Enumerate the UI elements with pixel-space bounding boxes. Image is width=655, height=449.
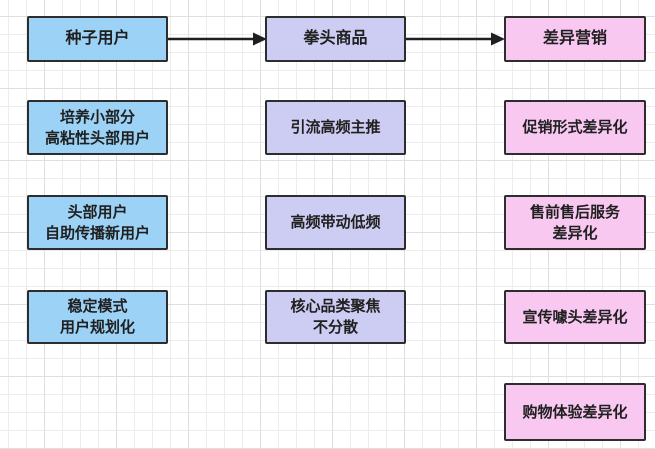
node-service-diff[interactable]: 售前售后服务 差异化 (504, 195, 646, 250)
node-hero-products-header[interactable]: 拳头商品 (265, 16, 406, 62)
node-stable-mode-planning[interactable]: 稳定模式 用户规划化 (27, 290, 168, 344)
node-high-drives-low-freq[interactable]: 高频带动低频 (265, 195, 406, 250)
node-publicity-diff[interactable]: 宣传噱头差异化 (504, 290, 646, 344)
arrow-product-to-marketing[interactable] (406, 32, 505, 46)
node-high-freq-promotion[interactable]: 引流高频主推 (265, 100, 406, 155)
node-head-users-spread[interactable]: 头部用户 自助传播新用户 (27, 195, 168, 250)
node-core-category-focus[interactable]: 核心品类聚焦 不分散 (265, 290, 406, 344)
node-cultivate-head-users[interactable]: 培养小部分 高粘性头部用户 (27, 100, 168, 155)
node-diff-marketing-header[interactable]: 差异营销 (504, 16, 646, 62)
node-shopping-experience-diff[interactable]: 购物体验差异化 (504, 383, 646, 441)
arrow-seed-to-product[interactable] (168, 32, 267, 46)
node-promo-form-diff[interactable]: 促销形式差异化 (504, 100, 646, 155)
node-seed-users-header[interactable]: 种子用户 (27, 16, 168, 62)
